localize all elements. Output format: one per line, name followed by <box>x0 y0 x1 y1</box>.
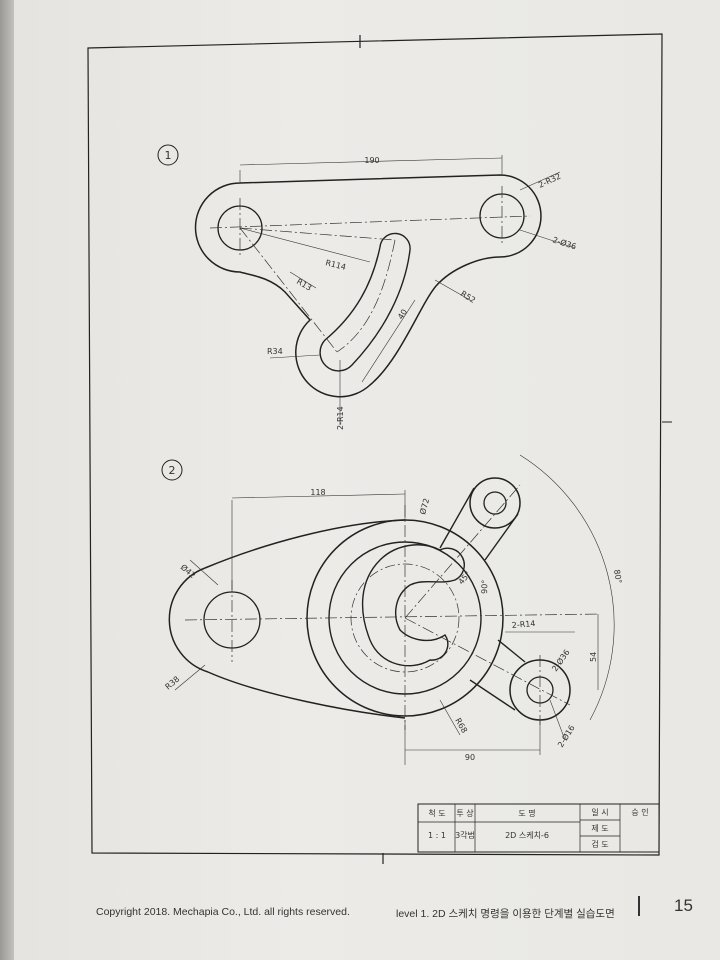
dim-2-r14: 2-R14 <box>511 619 535 630</box>
approve-header: 승 인 <box>631 807 648 817</box>
dim-2-d36: 2-Ø36 <box>551 234 577 251</box>
dim-2-r32: 2-R32 <box>537 172 562 190</box>
scale-header: 척 도 <box>428 809 445 818</box>
date-header: 일 시 <box>591 808 608 817</box>
dim-90deg: 90° <box>480 580 489 594</box>
projection-value: 3각법 <box>455 830 475 840</box>
page-separator <box>638 896 640 916</box>
book-page <box>14 0 720 960</box>
left-lobe-arc <box>168 567 209 673</box>
page-number: 15 <box>674 896 693 915</box>
dim-190: 190 <box>364 156 379 165</box>
dim-40: 40 <box>396 308 409 321</box>
curved-slot <box>319 232 411 372</box>
figure-1-number: 1 <box>165 149 172 162</box>
projection-header: 투 상 <box>456 808 474 818</box>
dim-118: 118 <box>310 488 325 497</box>
dim-r38: R38 <box>164 675 182 692</box>
title-block: 척 도 투 상 도 명 일 시 승 인 1 : 1 3각법 2D 스케치-6 제… <box>417 803 660 853</box>
dim-2-d16: 2-Ø16 <box>555 723 576 749</box>
hub-pitch-circle <box>350 563 460 673</box>
copyright-text: Copyright 2018. Mechapia Co., Ltd. all r… <box>96 906 350 918</box>
name-header: 도 명 <box>518 808 535 818</box>
drawing-name: 2D 스케치-6 <box>505 831 549 840</box>
figure-1-number-circle <box>157 144 179 166</box>
dim-2-r14: 2-R14 <box>336 406 345 430</box>
part-1-outline <box>194 174 542 398</box>
dim-2-d36: 2-Ø36 <box>549 647 571 673</box>
dim-r34: R34 <box>267 347 283 356</box>
dim-r52: R52 <box>459 289 477 305</box>
book-left-edge <box>0 0 14 960</box>
drawing-border <box>87 33 663 856</box>
upper-boss <box>469 477 521 529</box>
figure-2-number: 2 <box>169 464 176 477</box>
dim-54: 54 <box>589 652 598 662</box>
hub-hook-slot <box>361 544 465 667</box>
chapter-title: level 1. 2D 스케치 명령을 이용한 단계별 실습도면 <box>396 908 615 920</box>
upper-boss-hole <box>483 491 507 515</box>
figure-2-number-circle <box>161 459 183 481</box>
dim-80deg: 80° <box>612 569 623 585</box>
dim-r114: R114 <box>325 258 347 272</box>
dim-r13: R13 <box>295 277 313 293</box>
figure-2: 2 <box>161 454 623 765</box>
figure-1: 1 190 2-R32 <box>157 144 578 430</box>
dim-90: 90 <box>465 753 475 762</box>
scale-value: 1 : 1 <box>428 831 446 840</box>
drawn-label: 제 도 <box>591 824 608 833</box>
dim-45deg: 45° <box>457 570 473 587</box>
dim-r68: R68 <box>453 717 469 735</box>
body-tangent-lines <box>204 519 406 719</box>
checked-label: 검 도 <box>591 839 608 849</box>
dim-d72: Ø72 <box>417 497 431 516</box>
